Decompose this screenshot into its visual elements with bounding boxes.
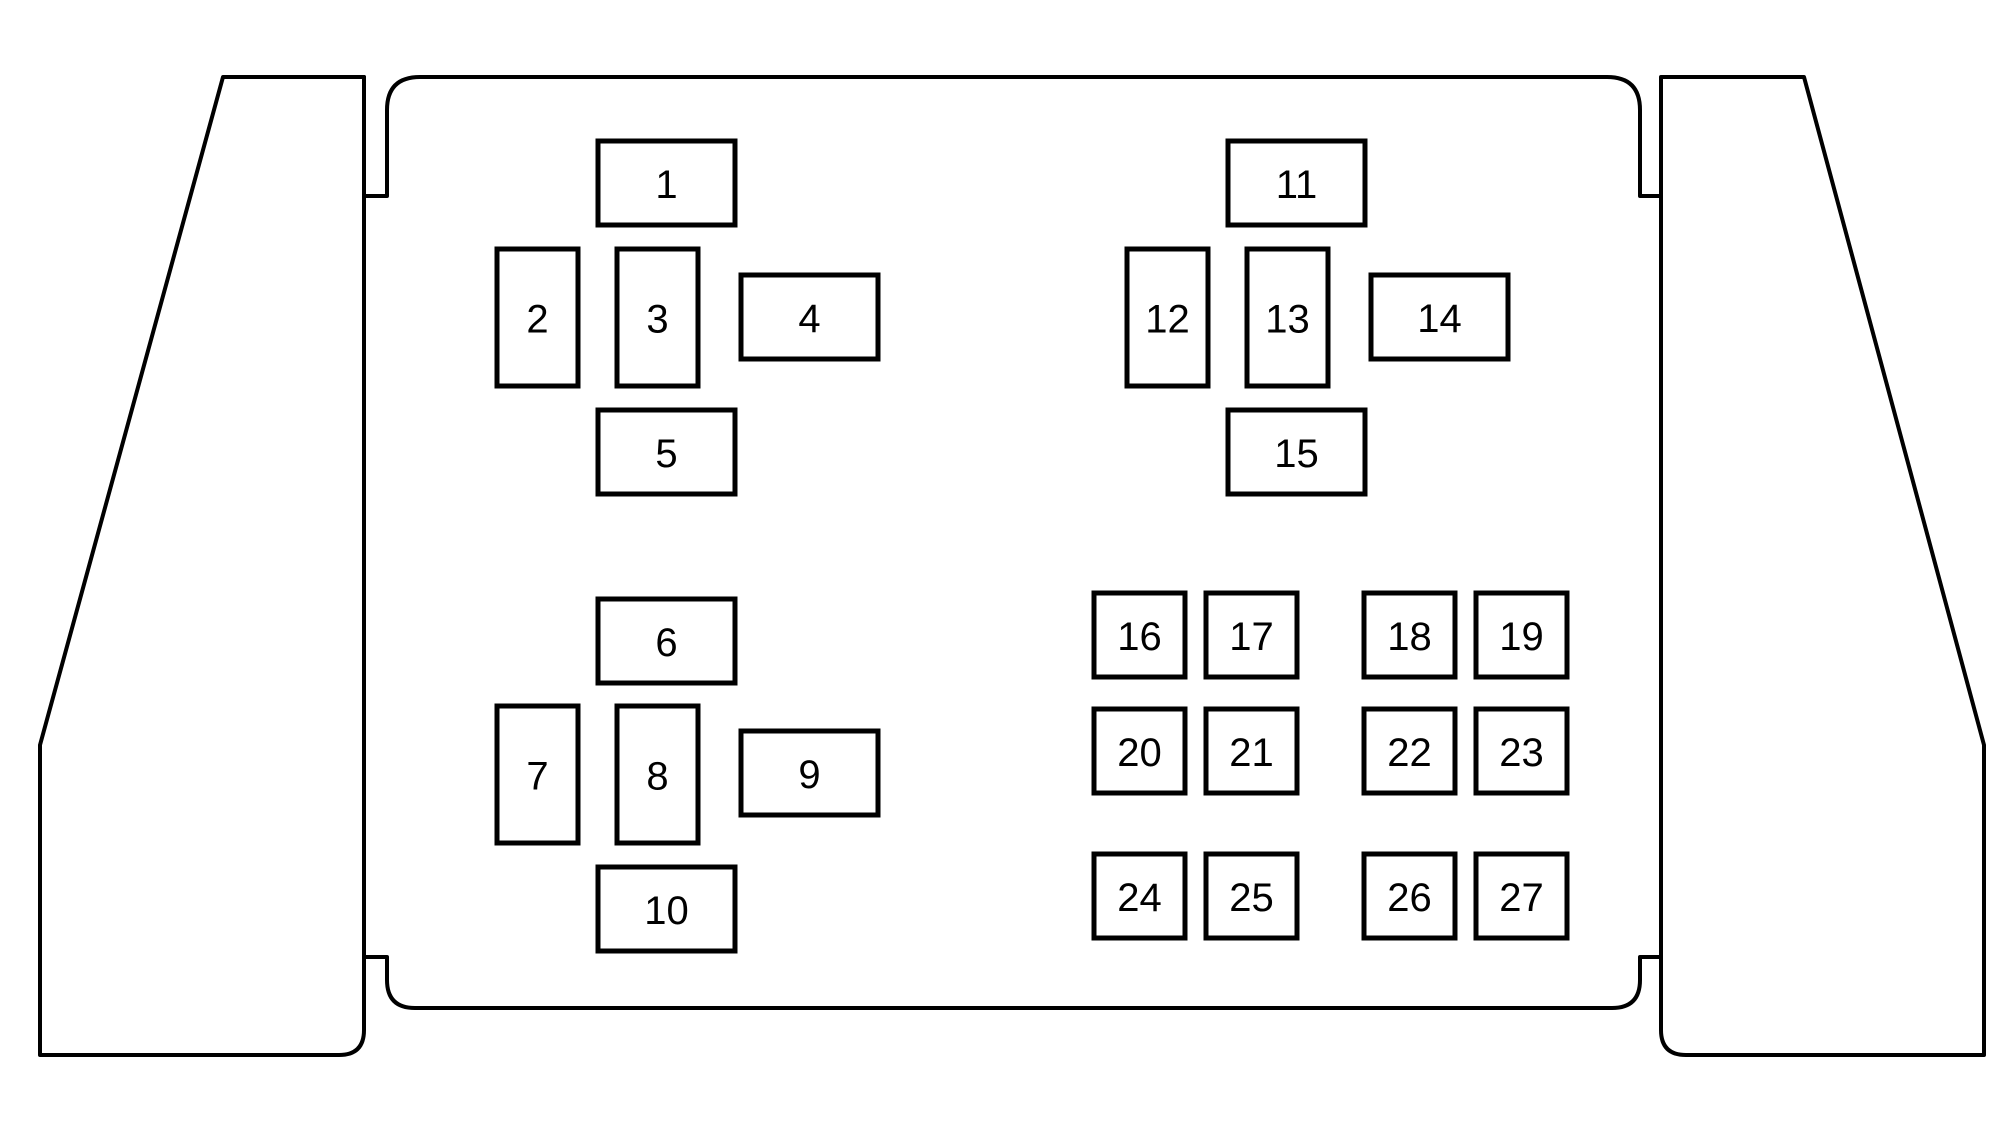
- fuse-label-12: 12: [1145, 298, 1190, 342]
- fuse-slot-22: 22: [1361, 706, 1458, 796]
- fuse-box-6: [595, 596, 738, 686]
- fuse-box-15: [1225, 407, 1368, 497]
- fuse-box-5: [595, 407, 738, 497]
- fuse-label-9: 9: [798, 753, 820, 797]
- fuse-box-21: [1203, 706, 1300, 796]
- fuse-box-18: [1361, 590, 1458, 680]
- fuse-slot-26: 26: [1361, 851, 1458, 941]
- fuse-box-19: [1473, 590, 1570, 680]
- fuse-label-26: 26: [1387, 876, 1432, 920]
- fuse-label-3: 3: [646, 298, 668, 342]
- fuse-slot-9: 9: [738, 728, 881, 818]
- fuse-slot-17: 17: [1203, 590, 1300, 680]
- fuse-label-18: 18: [1387, 615, 1432, 659]
- fuse-box-8: [614, 703, 701, 846]
- fuse-box-27: [1473, 851, 1570, 941]
- fuse-box-25: [1203, 851, 1300, 941]
- fuse-slot-24: 24: [1091, 851, 1188, 941]
- fuse-box-11: [1225, 138, 1368, 228]
- fuse-label-2: 2: [526, 298, 548, 342]
- fuse-label-22: 22: [1387, 731, 1432, 775]
- fuse-slot-27: 27: [1473, 851, 1570, 941]
- fuse-box-4: [738, 272, 881, 362]
- fuse-slot-6: 6: [595, 596, 738, 686]
- fuse-label-27: 27: [1499, 876, 1544, 920]
- fuse-label-11: 11: [1276, 163, 1318, 207]
- fuse-slot-25: 25: [1203, 851, 1300, 941]
- fuse-label-13: 13: [1265, 298, 1310, 342]
- fuse-label-10: 10: [644, 889, 689, 933]
- fuse-box-26: [1361, 851, 1458, 941]
- fuse-slot-16: 16: [1091, 590, 1188, 680]
- fuse-box-16: [1091, 590, 1188, 680]
- fuse-box-22: [1361, 706, 1458, 796]
- fuse-box-14: [1368, 272, 1511, 362]
- fuse-slot-15: 15: [1225, 407, 1368, 497]
- fuse-slot-10: 10: [595, 864, 738, 954]
- fuse-slot-23: 23: [1473, 706, 1570, 796]
- fuse-label-24: 24: [1117, 876, 1162, 920]
- fuse-slot-14: 14: [1368, 272, 1511, 362]
- fuse-label-19: 19: [1499, 615, 1544, 659]
- fuse-label-15: 15: [1274, 432, 1319, 476]
- fuse-slot-5: 5: [595, 407, 738, 497]
- right-mounting-bracket: [1659, 75, 1986, 1057]
- fuse-box-1: [595, 138, 738, 228]
- fuse-box-13: [1244, 246, 1331, 389]
- fuse-slot-11: 11: [1225, 138, 1368, 228]
- fuse-box-20: [1091, 706, 1188, 796]
- fuse-label-17: 17: [1229, 615, 1274, 659]
- fuse-label-16: 16: [1117, 615, 1162, 659]
- fuse-label-8: 8: [646, 755, 668, 799]
- fuse-box-23: [1473, 706, 1570, 796]
- fuse-box-24: [1091, 851, 1188, 941]
- fuse-slot-19: 19: [1473, 590, 1570, 680]
- fuse-slot-12: 12: [1124, 246, 1211, 389]
- fuse-label-4: 4: [798, 297, 820, 341]
- fuse-label-25: 25: [1229, 876, 1274, 920]
- fuse-box-2: [494, 246, 581, 389]
- fuse-slot-20: 20: [1091, 706, 1188, 796]
- fuse-box-10: [595, 864, 738, 954]
- fuse-label-23: 23: [1499, 731, 1544, 775]
- fuse-slot-3: 3: [614, 246, 701, 389]
- fuse-slot-13: 13: [1244, 246, 1331, 389]
- fuse-box-12: [1124, 246, 1211, 389]
- fuse-box-9: [738, 728, 881, 818]
- fuse-label-21: 21: [1229, 731, 1274, 775]
- fuse-box-7: [494, 703, 581, 846]
- fuse-slot-7: 7: [494, 703, 581, 846]
- fuse-label-6: 6: [655, 621, 677, 665]
- fuse-label-5: 5: [655, 432, 677, 476]
- fuse-label-1: 1: [655, 163, 677, 207]
- fuse-slot-18: 18: [1361, 590, 1458, 680]
- fuse-box-3: [614, 246, 701, 389]
- fuse-slot-4: 4: [738, 272, 881, 362]
- fuse-label-20: 20: [1117, 731, 1162, 775]
- fuse-slot-1: 1: [595, 138, 738, 228]
- fuse-box-17: [1203, 590, 1300, 680]
- left-mounting-bracket: [38, 75, 366, 1057]
- fuse-slot-2: 2: [494, 246, 581, 389]
- fuse-panel-body: [362, 75, 1663, 1010]
- fuse-slot-8: 8: [614, 703, 701, 846]
- fuse-label-7: 7: [526, 755, 548, 799]
- fuse-label-14: 14: [1417, 297, 1462, 341]
- fuse-slot-21: 21: [1203, 706, 1300, 796]
